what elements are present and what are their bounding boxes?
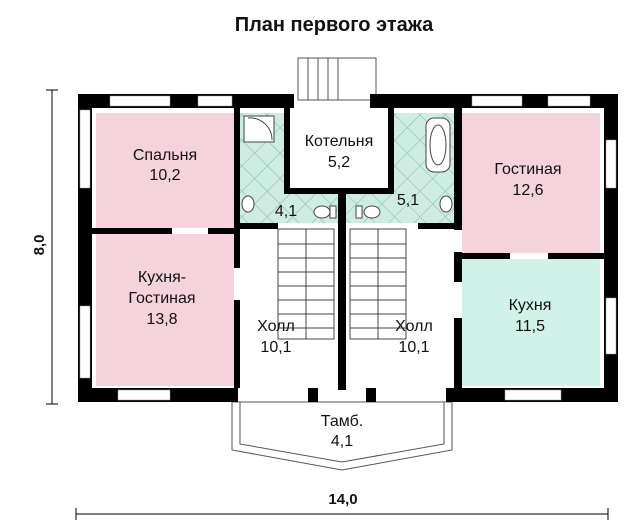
label-holl-right: Холл (395, 318, 433, 335)
room-kotelnya (290, 113, 388, 188)
dimension-height-label: 8,0 (31, 235, 48, 256)
staircase-right (349, 228, 407, 340)
room-kuhnya (462, 259, 600, 386)
area-gostinaya: 12,6 (512, 182, 543, 199)
area-bath-right: 5,1 (397, 192, 419, 209)
windows (79, 95, 617, 401)
dimension-width (75, 508, 609, 520)
label-gostinaya: Гостиная (494, 161, 561, 178)
room-spalnya (96, 113, 234, 228)
plan-title: План первого этажа (235, 14, 434, 36)
plumbing-fixtures (241, 115, 453, 219)
area-holl-right: 10,1 (398, 339, 429, 356)
area-bath-left: 4,1 (275, 203, 297, 220)
label-spalnya: Спальня (133, 147, 197, 164)
label-kuhnya-gostinaya-2: Гостиная (128, 290, 195, 307)
label-holl-left: Холл (257, 318, 295, 335)
area-spalnya: 10,2 (149, 167, 180, 184)
area-kuhnya-gostinaya: 13,8 (146, 311, 177, 328)
area-kuhnya: 11,5 (515, 318, 545, 335)
label-kuhnya-gostinaya-1: Кухня- (138, 269, 186, 286)
area-kotelnya: 5,2 (328, 154, 350, 171)
inner-walls (92, 108, 604, 402)
label-kuhnya: Кухня (509, 297, 552, 314)
dimension-height (46, 89, 58, 405)
front-porch (231, 401, 453, 471)
rear-steps (297, 57, 377, 101)
area-tamb: 4,1 (331, 433, 353, 450)
dimension-width-label: 14,0 (328, 491, 357, 508)
bath-right-lower (345, 190, 455, 223)
staircase-left (277, 228, 335, 340)
room-kuhnya-gostinaya (96, 234, 234, 386)
label-tamb: Тамб. (321, 413, 363, 430)
label-kotelnya: Котельня (305, 133, 374, 150)
area-holl-left: 10,1 (260, 339, 291, 356)
room-gostinaya (462, 113, 600, 253)
